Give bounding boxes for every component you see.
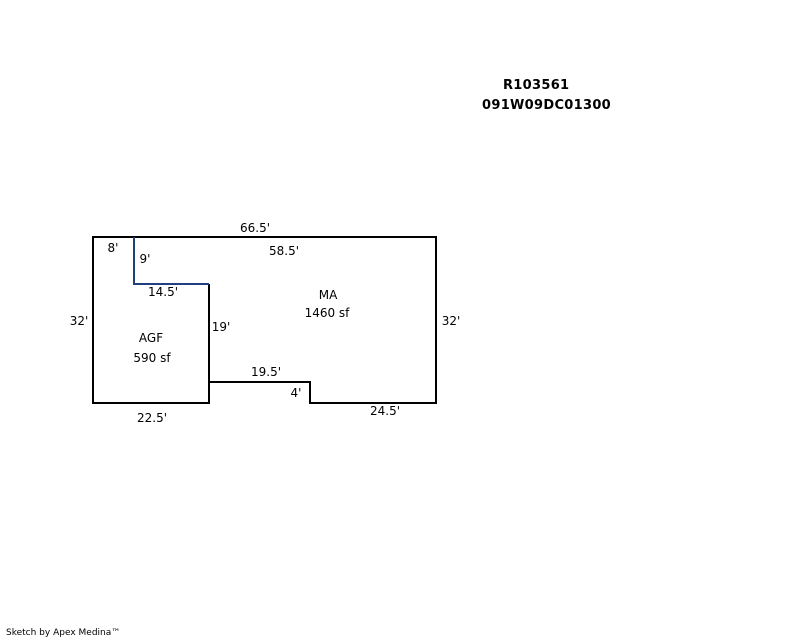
dim-ma-step-horizontal: 19.5': [251, 365, 281, 379]
sketch-credit: Sketch by Apex Medina™: [6, 628, 121, 638]
dim-top-total: 66.5': [240, 221, 270, 235]
dim-right-side: 32': [442, 314, 461, 328]
map-number: 091W09DC01300: [482, 98, 612, 113]
dim-agf-notch-vertical: 9': [140, 252, 151, 266]
dim-agf-bottom: 22.5': [137, 411, 167, 425]
dim-ma-bottom: 24.5': [370, 404, 400, 418]
dim-left-side: 32': [70, 314, 89, 328]
building-outline: [92, 236, 437, 404]
area-agf-size: 590 sf: [133, 351, 171, 365]
area-ma-size: 1460 sf: [305, 306, 351, 320]
area-agf-code: AGF: [139, 331, 163, 345]
parcel-id: R103561: [503, 78, 570, 93]
area-ma-code: MA: [319, 288, 338, 302]
dim-top-ma: 58.5': [269, 244, 299, 258]
dim-agf-left-top: 8': [108, 241, 119, 255]
agf-boundary-line: [133, 237, 209, 285]
dim-agf-inner-vertical: 19': [212, 320, 231, 334]
dim-agf-notch-horizontal: 14.5': [148, 285, 178, 299]
dim-ma-step-vertical: 4': [291, 386, 302, 400]
